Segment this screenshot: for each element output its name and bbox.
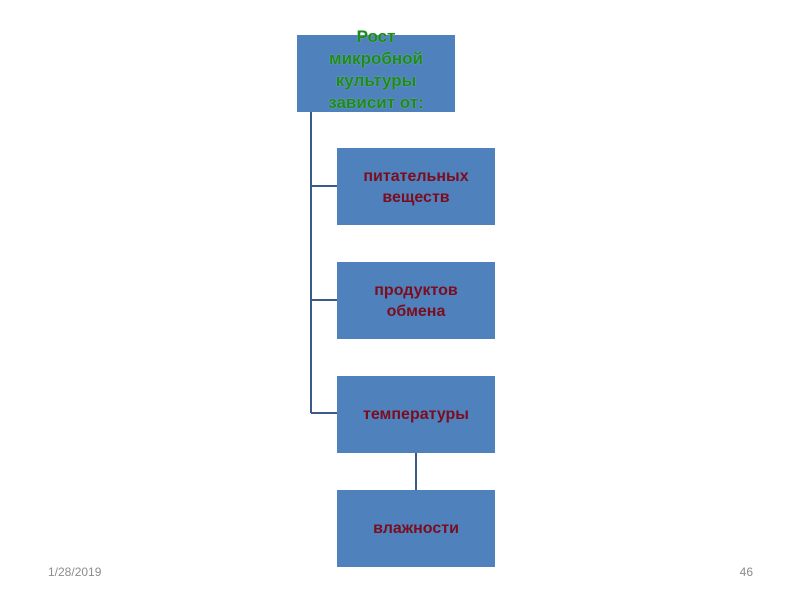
slide-date: 1/28/2019: [48, 565, 102, 579]
child-node-metabolic-products: продуктов обмена: [337, 262, 495, 339]
child-node-nutrients: питательных веществ: [337, 148, 495, 225]
child-node-temperature: температуры: [337, 376, 495, 453]
child-node-humidity: влажности: [337, 490, 495, 567]
slide-page-number: 46: [739, 565, 753, 579]
root-node-box: [297, 35, 455, 112]
root-node-label: Рост микробной культуры зависит от:: [328, 27, 424, 112]
